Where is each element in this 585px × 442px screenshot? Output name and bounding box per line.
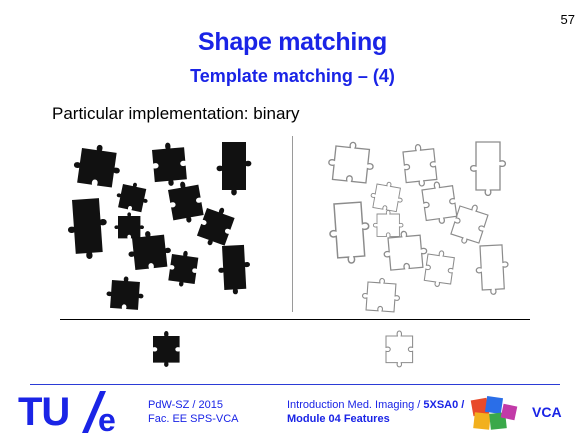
course-line-1: Introduction Med. Imaging / 5XSA0 / — [287, 398, 464, 412]
piece-filled — [71, 141, 124, 189]
logo-slash-icon — [82, 391, 106, 433]
vca-logo-text: VCA — [532, 404, 562, 420]
author-line-1: PdW-SZ / 2015 — [148, 399, 223, 411]
template-piece-outline — [385, 330, 414, 368]
module-name: Module 04 Features — [287, 413, 390, 425]
piece-outline — [372, 209, 404, 237]
piece-outline — [423, 248, 456, 289]
piece-filled — [216, 142, 252, 196]
vertical-divider — [292, 136, 293, 312]
template-piece-filled — [153, 331, 180, 367]
page-number: 57 — [560, 12, 575, 27]
piece-filled — [151, 141, 188, 188]
piece-outline — [368, 179, 406, 213]
piece-filled — [166, 178, 205, 226]
piece-outline — [469, 141, 507, 197]
piece-filled — [105, 275, 145, 311]
piece-filled — [167, 249, 200, 289]
tue-logo-e: e — [98, 398, 116, 442]
footer-rule — [30, 384, 560, 385]
piece-outline — [420, 179, 459, 227]
author-line-2: Fac. EE SPS-VCA — [148, 413, 239, 425]
piece-outline — [326, 139, 377, 185]
footer-author: PdW-SZ / 2015 Fac. EE SPS-VCA — [148, 398, 238, 426]
piece-outline — [381, 228, 429, 272]
piece-outline — [401, 142, 438, 189]
course-code: 5XSA0 / — [423, 399, 465, 411]
tue-logo: TU — [18, 390, 70, 434]
piece-filled — [65, 197, 110, 261]
binary-pieces — [65, 141, 252, 311]
contour-pieces — [326, 139, 511, 313]
footer-course: Introduction Med. Imaging / 5XSA0 / Modu… — [287, 398, 464, 426]
piece-outline — [361, 276, 402, 313]
piece-filled — [114, 212, 144, 239]
slide-subtitle: Template matching – (4) — [190, 66, 395, 86]
lead-text: Particular implementation: binary — [52, 104, 300, 123]
piece-filled — [217, 244, 252, 296]
piece-outline — [474, 243, 511, 296]
logo-e: e — [98, 402, 116, 438]
logo-tu: TU — [18, 390, 70, 434]
slide-title: Shape matching — [198, 28, 387, 56]
vca-cube-icon — [470, 395, 518, 430]
piece-filled — [114, 179, 151, 214]
piece-outline — [327, 200, 372, 266]
course-line-2: Module 04 Features — [287, 412, 464, 426]
horizontal-divider — [60, 319, 530, 320]
course-prefix: Introduction Med. Imaging / — [287, 399, 424, 411]
